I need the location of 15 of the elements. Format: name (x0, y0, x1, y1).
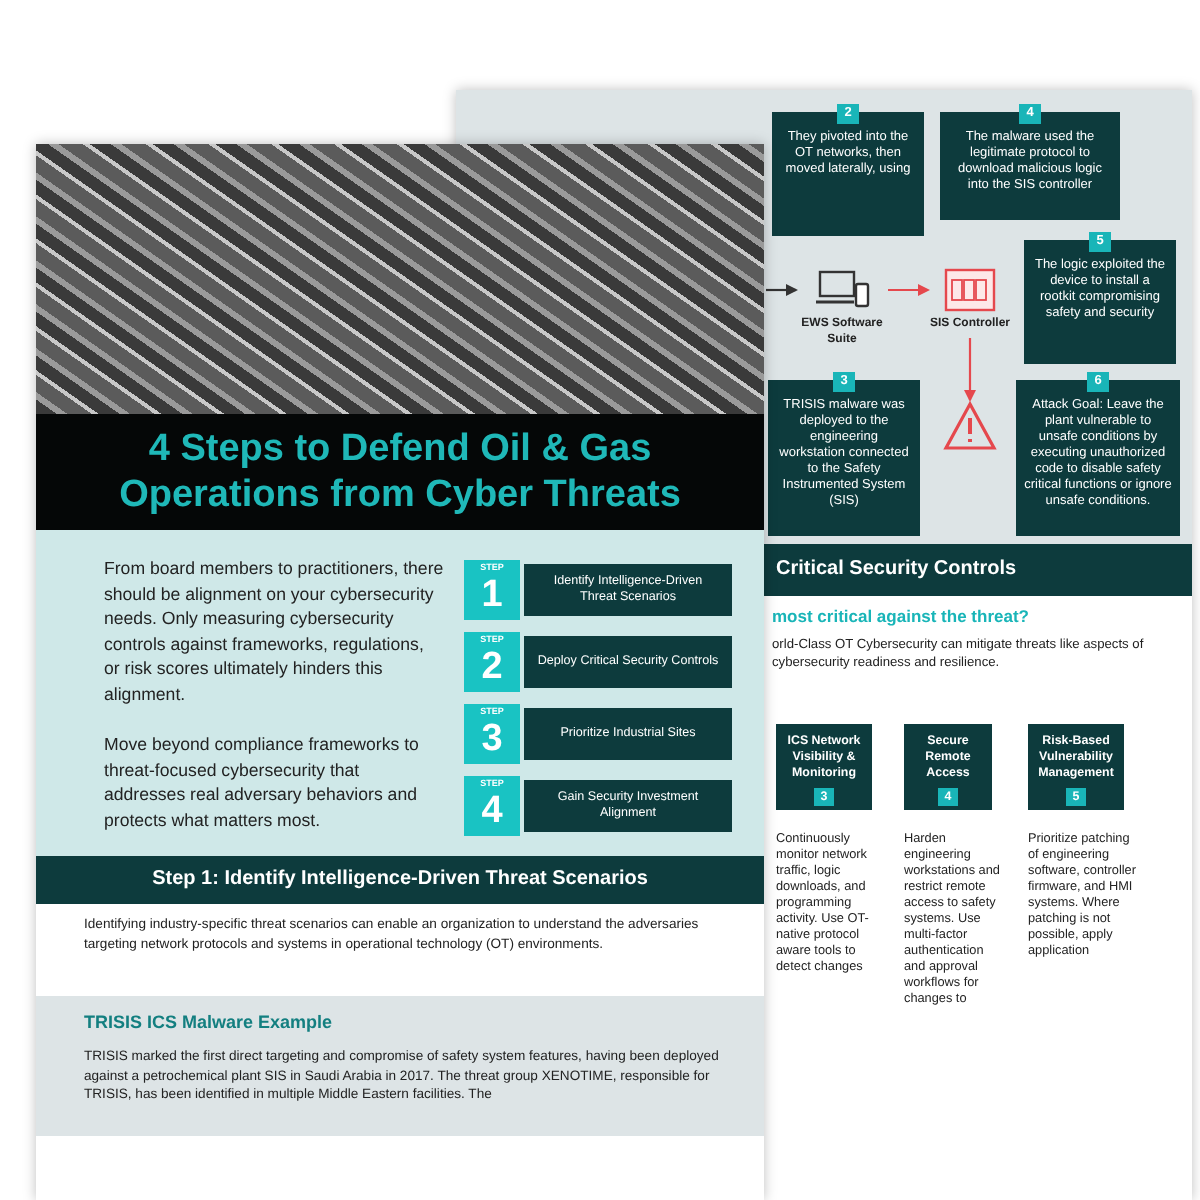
control-card (1028, 724, 1124, 810)
section-heading: Step 1: Identify Intelligence-Driven Threat Scenarios (36, 856, 764, 904)
step-number: 2 (479, 646, 505, 688)
step-number: 3 (479, 718, 505, 760)
subheading: TRISIS ICS Malware Example (84, 1012, 335, 1032)
step-number: 4 (479, 790, 505, 832)
arrow (964, 338, 976, 402)
intro-paragraph: From board members to practitioners, there should be alignment on your cybersecurity needs. Only measuring cybersecurity controls against frameworks, regulations, or risk scores ultimately hinders this alignment. (104, 556, 444, 706)
control-card (904, 724, 992, 810)
arrow (766, 284, 798, 296)
title: 4 Steps to Defend Oil & Gas Operations from Cyber Threats (117, 426, 683, 518)
arrow (888, 284, 930, 296)
subheading: most critical against the threat? (772, 606, 1031, 626)
intro-paragraph: Move beyond compliance frameworks to threat-focused cybersecurity that addresses real adversary behaviors and protects what matters most. (104, 732, 421, 832)
control-card (776, 724, 872, 810)
